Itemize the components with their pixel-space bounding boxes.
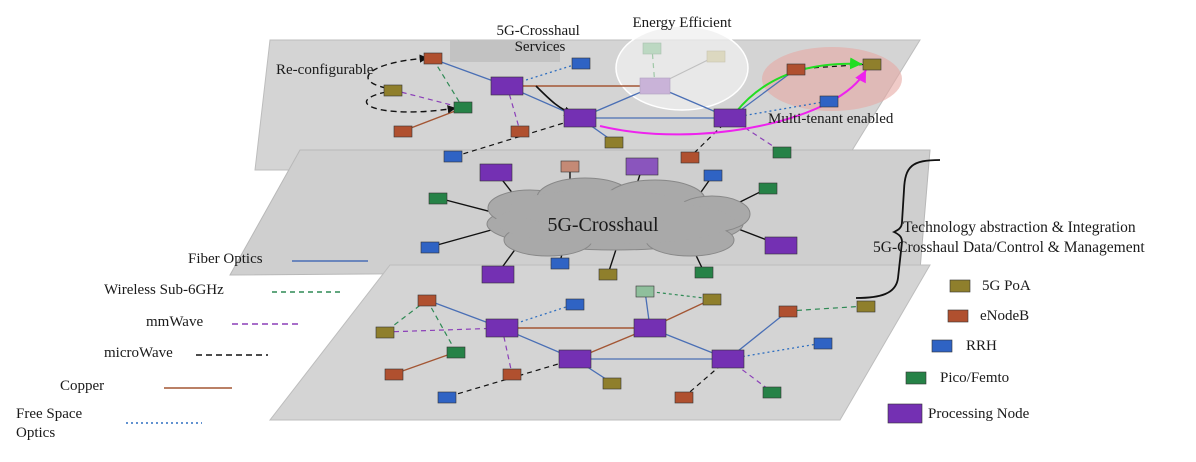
crosshaul-core-label: 5G-Crosshaul — [547, 214, 659, 236]
enodeb-node — [384, 368, 404, 381]
rrh-node — [819, 95, 839, 108]
reconfig-arrow-1 — [367, 54, 429, 89]
processing-node — [713, 108, 747, 128]
multitenant-label: Multi-tenant enabled — [768, 111, 894, 127]
pico-node-faded — [642, 42, 662, 55]
node-legend-label: Pico/Femto — [940, 370, 1009, 386]
enodeb-node-faded — [560, 160, 580, 173]
enodeb-node — [393, 125, 413, 138]
pico-node — [772, 146, 792, 159]
processing-node — [479, 163, 513, 182]
poa-node — [702, 293, 722, 306]
middle-nodes — [420, 157, 798, 284]
node-legend-swatch — [887, 403, 923, 424]
management-label: 5G-Crosshaul Data/Control & Management — [873, 239, 1145, 256]
link-legend-label: microWave — [104, 345, 173, 361]
processing-node — [481, 265, 515, 284]
poa-node — [862, 58, 882, 71]
pico-node — [446, 346, 466, 359]
processing-node — [625, 157, 659, 176]
processing-node — [558, 349, 592, 369]
poa-node — [604, 136, 624, 149]
node-legend-swatch — [905, 371, 927, 385]
node-legend-label: Processing Node — [928, 406, 1030, 422]
reconfig-arrow-2 — [365, 91, 457, 114]
enodeb-node — [674, 391, 694, 404]
link-legend-label: mmWave — [146, 314, 203, 330]
processing-node — [711, 349, 745, 369]
poa-node — [598, 268, 618, 281]
pico-node — [762, 386, 782, 399]
rrh-node — [703, 169, 723, 182]
node-legend-label: 5G PoA — [982, 278, 1031, 294]
crosshaul-cloud — [486, 177, 751, 257]
processing-node — [764, 236, 798, 255]
energy-efficient-label: Energy Efficient — [633, 15, 733, 31]
node-legend-label: eNodeB — [980, 308, 1029, 324]
technology-label: Technology abstraction & Integration — [903, 219, 1136, 236]
poa-node — [602, 377, 622, 390]
node-legend-label: RRH — [966, 338, 997, 354]
node-legend-swatch — [931, 339, 953, 353]
pico-node — [758, 182, 778, 195]
pico-node — [694, 266, 714, 279]
rrh-node — [420, 241, 440, 254]
node-legend-swatch — [949, 279, 971, 293]
processing-node — [485, 318, 519, 338]
services-box — [450, 40, 560, 62]
reconfigurable-label: Re-configurable — [276, 62, 374, 78]
poa-node — [375, 326, 395, 339]
rrh-node — [443, 150, 463, 163]
processing-node — [490, 76, 524, 96]
enodeb-node — [778, 305, 798, 318]
processing-node-faded — [639, 77, 671, 95]
rrh-node — [565, 298, 585, 311]
enodeb-node — [680, 151, 700, 164]
node-legend-swatch — [947, 309, 969, 323]
bottom-nodes — [375, 285, 876, 404]
link-legend-label: Copper — [60, 378, 104, 394]
processing-node — [563, 108, 597, 128]
processing-node — [633, 318, 667, 338]
top-nodes — [383, 42, 882, 164]
enodeb-node — [423, 52, 443, 65]
enodeb-node — [502, 368, 522, 381]
rrh-node — [571, 57, 591, 70]
rrh-node — [813, 337, 833, 350]
link-legend-label: Wireless Sub-6GHz — [104, 282, 224, 298]
services-label: 5G-Crosshaul Services — [496, 23, 583, 55]
enodeb-node — [510, 125, 530, 138]
layer-brace — [855, 159, 941, 299]
pico-node — [428, 192, 448, 205]
tenant-arrow-magenta — [599, 69, 867, 136]
poa-node-faded — [706, 50, 726, 63]
enodeb-node — [786, 63, 806, 76]
rrh-node — [437, 391, 457, 404]
enodeb-node — [417, 294, 437, 307]
rrh-node — [550, 257, 570, 270]
link-legend-label: Fiber Optics — [188, 251, 263, 267]
poa-node — [383, 84, 403, 97]
pico-node-faded — [635, 285, 655, 298]
pico-node — [453, 101, 473, 114]
poa-node — [856, 300, 876, 313]
